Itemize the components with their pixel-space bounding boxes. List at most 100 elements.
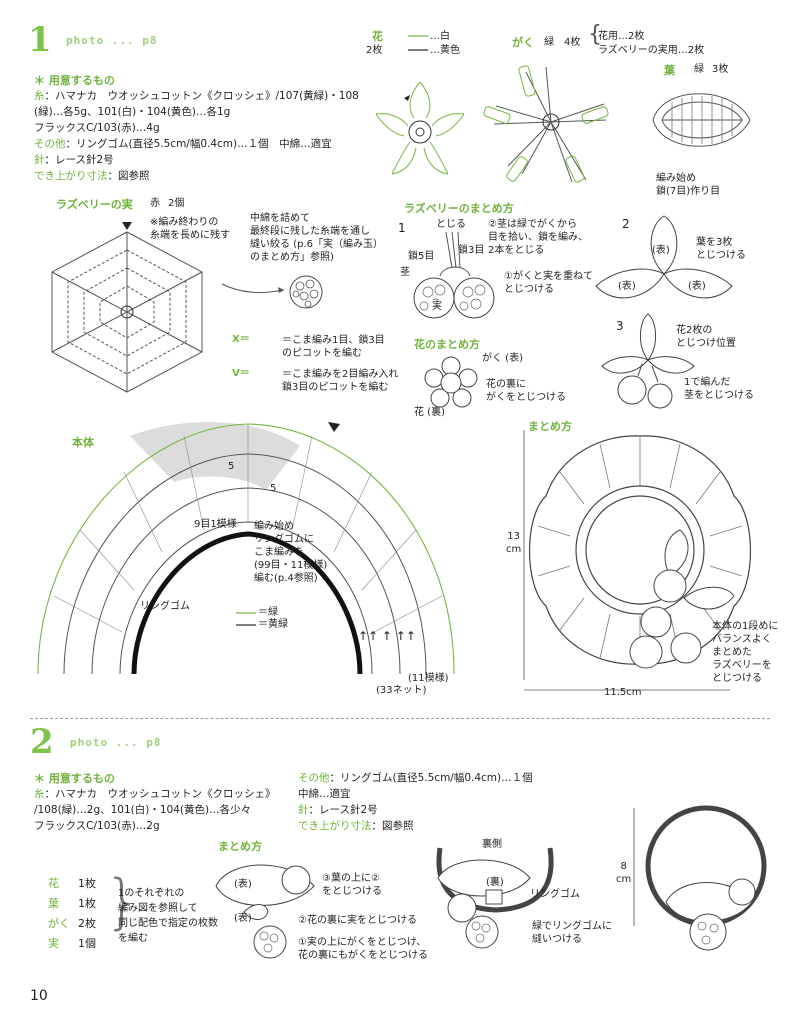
calyx-brace: { xyxy=(588,22,602,47)
body-row9: 9目1模様 xyxy=(194,519,237,530)
rasp-step2: 2 xyxy=(622,217,630,231)
body-title: 本体 xyxy=(72,436,94,449)
rasp-flowers-pos: 花2枚の とじつけ位置 xyxy=(676,325,736,349)
rasp-assembly-figure2 xyxy=(595,215,733,299)
rasp-assembly-title: ラズベリーのまとめ方 xyxy=(404,202,514,215)
material-line: 糸：ハマナカ ウオッシュコットン《クロッシェ》 xyxy=(34,788,276,800)
raspberry-fill-note: 中綿を詰めて 最終段に残した糸端を通し 縫い絞る (p.6「実（編み玉） のまと… xyxy=(250,213,383,263)
section2-step3: ③葉の上に② をとじつける xyxy=(322,873,382,897)
section-divider xyxy=(30,718,770,719)
leaf-start-note: 編み始め xyxy=(656,173,696,184)
body-five-1: 5 xyxy=(228,461,235,472)
section2-assembly-title: まとめ方 xyxy=(218,840,262,853)
rasp-step1: 1 xyxy=(398,221,406,235)
rasp-assembly-figure3 xyxy=(601,313,695,409)
rasp-assembly-figure1 xyxy=(413,231,495,319)
raspberry-title: ラズベリーの実 xyxy=(56,198,133,211)
flower-legend-yellow: …黄色 xyxy=(430,45,460,56)
calyx-title: がく xyxy=(512,36,534,49)
page-number: 10 xyxy=(30,988,48,1004)
rasp-front-top: (表) xyxy=(652,245,670,256)
leaf-chart xyxy=(652,93,751,147)
section2-materials-title: ＊ 用意するもの xyxy=(34,772,115,785)
section1-materials: 糸：ハマナカ ウオッシュコットン《クロッシェ》/107(黄緑)・108 (緑)…… xyxy=(34,88,359,184)
section2-photo-ref: photo ... p8 xyxy=(70,736,162,749)
body-start-note: 編み始め リングゴムに こま編みを (99目・11模様) 編む(p.4参照) xyxy=(254,521,328,584)
calyx-chart xyxy=(483,65,609,183)
finish-note: 本体の1段めに バランスよく まとめた ラズベリーを とじつける xyxy=(712,621,779,684)
flower-chart xyxy=(375,81,465,175)
material-line: その他：リングゴム(直径5.5cm/幅0.4cm)…１個 xyxy=(298,772,533,784)
rasp-front-left: (表) xyxy=(618,281,636,292)
material-line: フラックスC/103(赤)…4g xyxy=(34,122,160,134)
material-line: /108(緑)…2g、101(白)・104(黄色)…各少々 xyxy=(34,804,252,816)
finish-figure xyxy=(528,435,752,669)
raspberry-legend1: ＝こま編み1目、鎖3目 のピコットを編む xyxy=(282,335,385,359)
raspberry-end-note: ※編み終わりの 糸端を長めに残す xyxy=(150,217,230,241)
section2-front-bottom: (表) xyxy=(234,913,252,924)
body-five-2: 5 xyxy=(270,483,277,494)
material-line: 中綿…適宜 xyxy=(298,788,351,800)
raspberry-legend2-symbol: V＝ xyxy=(232,368,250,379)
section2-back-side: 裏側 xyxy=(482,839,502,850)
body-net: (33ネット) xyxy=(376,685,427,696)
parts-brace: } xyxy=(104,867,143,937)
rasp-stem: 茎 xyxy=(400,267,410,278)
flower-title: 花 xyxy=(372,30,383,43)
flower-assembly-flower-back: 花 (裏) xyxy=(414,407,445,418)
raspberry-legend2: ＝こま編みを2目編み入れ 鎖3目のピコットを編む xyxy=(282,369,399,393)
flower-assembly-title: 花のまとめ方 xyxy=(414,338,480,351)
flower-assembly-calyx-front: がく (表) xyxy=(482,353,523,364)
rasp-tie: とじる xyxy=(436,219,466,230)
material-line: でき上がり寸法：図参照 xyxy=(298,820,414,832)
finish-height: 13 cm xyxy=(506,531,522,555)
rasp-step3: 3 xyxy=(616,319,624,333)
body-legend-green: ＝緑 xyxy=(258,607,278,618)
section2-assembly-figure xyxy=(215,864,315,959)
body-legend-yg: ＝黄緑 xyxy=(258,619,288,630)
raspberry-ball-small xyxy=(289,275,323,309)
section2-sew-note: 緑でリングゴムに 縫いつける xyxy=(532,921,612,945)
rasp-fruit: 実 xyxy=(430,300,444,313)
section2-height: 8 cm xyxy=(616,861,632,885)
rasp-stem-attach: 1で編んだ 茎をとじつける xyxy=(684,377,754,401)
body-legend-lines xyxy=(236,612,256,626)
raspberry-legend1-symbol: X＝ xyxy=(232,334,250,345)
calyx-for-flower: 花用…2枚 xyxy=(598,31,645,42)
flower-count: 2枚 xyxy=(366,45,383,56)
material-line: 糸：ハマナカ ウオッシュコットン《クロッシェ》/107(黄緑)・108 xyxy=(34,90,359,102)
raspberry-chart xyxy=(51,222,203,393)
section2-materials-left: 糸：ハマナカ ウオッシュコットン《クロッシェ》 /108(緑)…2g、101(白… xyxy=(34,786,276,834)
finish-dim-lines xyxy=(523,430,730,691)
flower-assembly-figure xyxy=(424,356,478,408)
finish-width: 11.5cm xyxy=(604,687,642,698)
calyx-count: 4枚 xyxy=(564,37,581,48)
section2-dim-line xyxy=(633,808,635,926)
body-ring: リングゴム xyxy=(140,601,190,612)
rasp-ch5: 鎖5目 xyxy=(408,251,435,262)
leaf-color: 緑 xyxy=(694,64,704,75)
section2-step1: ①実の上にがくをとじつけ、 花の裏にもがくをとじつける xyxy=(298,937,428,961)
parts-note: 1のそれぞれの 編み図を参照して 同じ配色で指定の枚数 を編む xyxy=(118,888,218,944)
rasp-front-right: (表) xyxy=(688,281,706,292)
material-line: 針：レース針2号 xyxy=(34,154,114,166)
leaf-chain-note: 鎖(7目)作り目 xyxy=(656,186,721,197)
material-line: (緑)…各5g、101(白)・104(黄色)…各1g xyxy=(34,106,231,118)
calyx-color: 緑 xyxy=(544,37,554,48)
section1-materials-title: ＊ 用意するもの xyxy=(34,74,115,87)
section2-front-top: (表) xyxy=(234,879,252,890)
rasp-leaves-note: 葉を3枚 とじつける xyxy=(696,237,746,261)
flower-legend-lines xyxy=(408,35,428,51)
rasp-calyx-note: ①がくと実を重ねて とじつける xyxy=(504,271,593,295)
section2-ring: リングゴム xyxy=(530,889,580,900)
flower-assembly-attach-note: 花の裏に がくをとじつける xyxy=(486,379,566,403)
section1-number: 1 xyxy=(28,20,52,60)
section2-back: (裏) xyxy=(486,877,504,888)
section2-number: 2 xyxy=(30,722,54,762)
material-line: でき上がり寸法：図参照 xyxy=(34,170,150,182)
